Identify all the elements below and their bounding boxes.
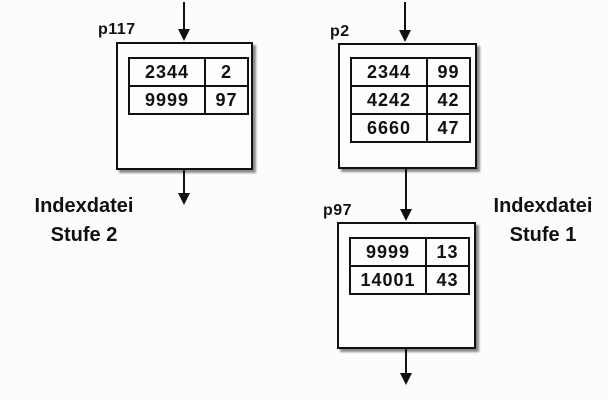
index-table-p117: 2344 2 9999 97 xyxy=(128,57,249,115)
node-label-p2: p2 xyxy=(330,23,350,40)
arrow-out-of-p117 xyxy=(178,170,190,205)
arrow-shaft xyxy=(405,349,407,375)
key-cell: 4242 xyxy=(350,85,428,115)
pointer-cell: 47 xyxy=(426,113,471,143)
caption-line: Stufe 2 xyxy=(50,224,118,246)
caption-line: Indexdatei xyxy=(493,195,593,217)
key-cell: 14001 xyxy=(349,265,427,295)
key-cell: 9999 xyxy=(128,85,206,115)
arrow-shaft xyxy=(405,169,407,211)
pointer-cell: 13 xyxy=(425,237,470,267)
index-table-p2: 2344 99 4242 42 6660 47 xyxy=(350,57,471,143)
node-p97: 9999 13 14001 43 xyxy=(337,222,476,349)
table-row: 4242 42 xyxy=(350,85,471,115)
key-cell: 6660 xyxy=(350,113,428,143)
arrow-head-icon xyxy=(400,209,412,221)
arrow-head-icon xyxy=(400,373,412,385)
pointer-cell: 42 xyxy=(426,85,471,115)
arrow-into-p2 xyxy=(399,2,411,42)
caption-line: Stufe 1 xyxy=(509,224,577,246)
table-row: 9999 97 xyxy=(128,85,249,115)
arrow-shaft xyxy=(183,2,185,31)
caption-index-level-1: Indexdatei Stufe 1 xyxy=(478,192,608,250)
pointer-cell: 43 xyxy=(425,265,470,295)
table-row: 2344 99 xyxy=(350,57,471,87)
arrow-head-icon xyxy=(178,193,190,205)
table-row: 6660 47 xyxy=(350,113,471,143)
index-table-p97: 9999 13 14001 43 xyxy=(349,237,470,295)
arrow-shaft xyxy=(183,170,185,195)
key-cell: 2344 xyxy=(128,57,206,87)
node-label-p97: p97 xyxy=(323,202,353,219)
node-label-p117: p117 xyxy=(98,21,136,38)
table-row: 14001 43 xyxy=(349,265,470,295)
arrow-out-of-p97 xyxy=(400,349,412,385)
pointer-cell: 2 xyxy=(204,57,249,87)
arrow-head-icon xyxy=(399,30,411,42)
arrow-p2-to-p97 xyxy=(400,169,412,221)
node-p117: 2344 2 9999 97 xyxy=(116,42,253,170)
node-p2: 2344 99 4242 42 6660 47 xyxy=(338,43,477,169)
caption-line: Indexdatei xyxy=(34,195,134,217)
arrow-into-p117 xyxy=(178,2,190,41)
table-row: 9999 13 xyxy=(349,237,470,267)
table-row: 2344 2 xyxy=(128,57,249,87)
arrow-head-icon xyxy=(178,29,190,41)
pointer-cell: 97 xyxy=(204,85,249,115)
arrow-shaft xyxy=(404,2,406,32)
key-cell: 9999 xyxy=(349,237,427,267)
caption-index-level-2: Indexdatei Stufe 2 xyxy=(2,192,166,250)
pointer-cell: 99 xyxy=(426,57,471,87)
key-cell: 2344 xyxy=(350,57,428,87)
